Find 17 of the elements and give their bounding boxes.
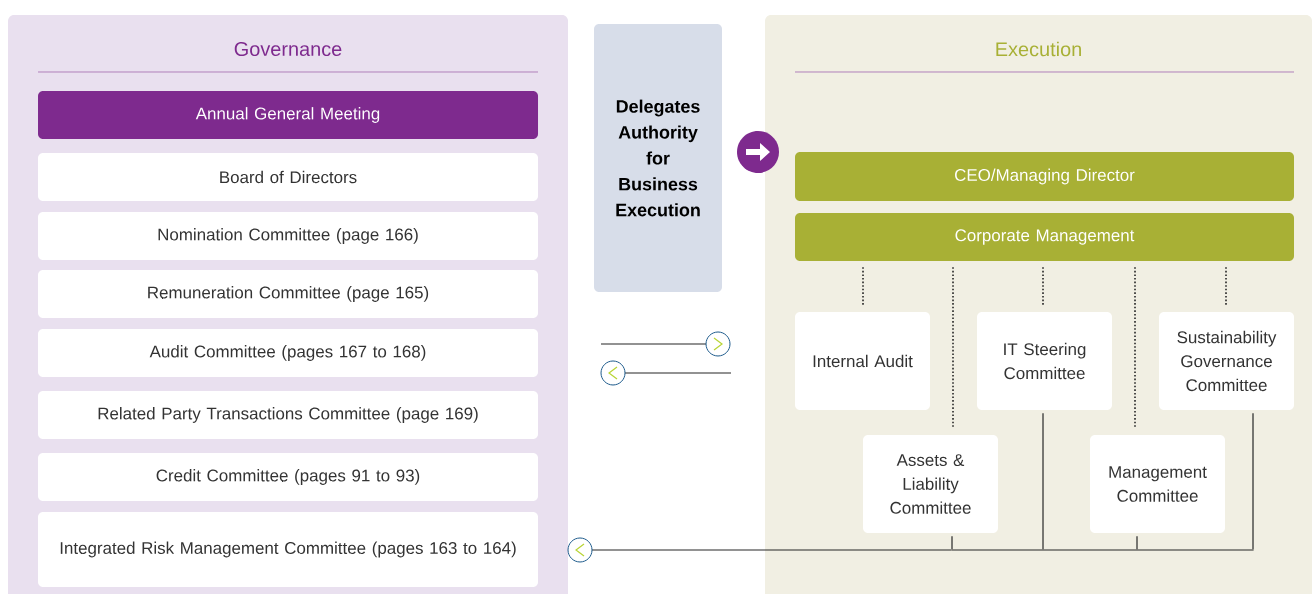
committee-box: IT Steering Committee bbox=[977, 312, 1112, 410]
committee-box: Assets & Liability Committee bbox=[863, 435, 998, 533]
title-box: Annual General Meeting bbox=[38, 91, 538, 139]
delegation-box: Delegates Authority for Business Execution bbox=[594, 24, 722, 292]
committee-box: Nomination Committee (page 166) bbox=[38, 212, 538, 260]
committee-box: Board of Directors bbox=[38, 153, 538, 201]
role-box: CEO/Managing Director bbox=[795, 152, 1294, 201]
committee-box: Credit Committee (pages 91 to 93) bbox=[38, 453, 538, 501]
committee-box: Sustainability Governance Committee bbox=[1159, 312, 1294, 410]
arrow bbox=[567, 537, 953, 563]
committee-box: Remuneration Committee (page 165) bbox=[38, 270, 538, 318]
committee-box: Audit Committee (pages 167 to 168) bbox=[38, 329, 538, 377]
committee-box: Management Committee bbox=[1090, 435, 1225, 533]
role-box: Corporate Management bbox=[795, 213, 1294, 261]
committee-box: Related Party Transactions Committee (page 169) bbox=[38, 391, 538, 439]
committee-box: Integrated Risk Management Committee (pages 163 to 164) bbox=[38, 512, 538, 587]
committee-box: Internal Audit bbox=[795, 312, 930, 410]
